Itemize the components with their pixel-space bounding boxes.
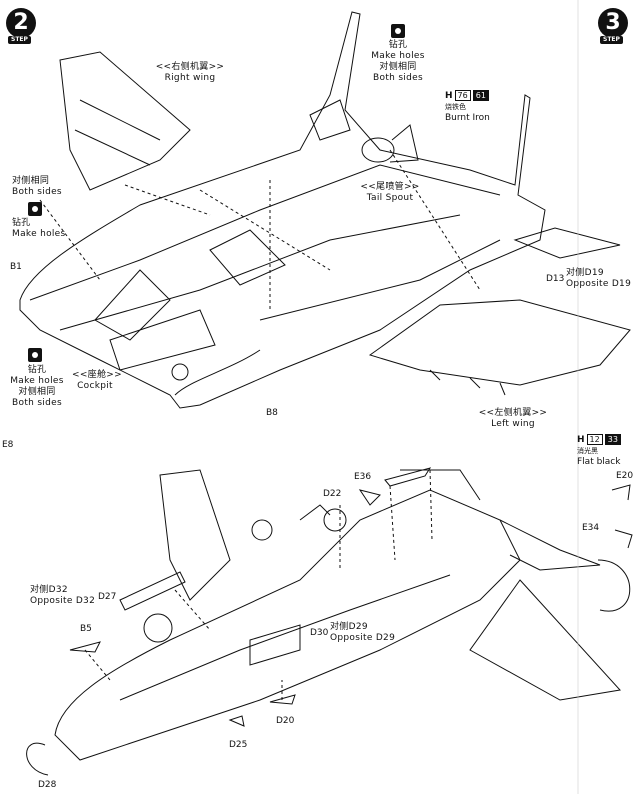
right-wing-part [59, 51, 191, 191]
assembly-guides-lower [84, 469, 433, 700]
part-e20: E20 [616, 471, 634, 481]
part-d27: D27 [98, 592, 117, 602]
part-e34: E34 [582, 523, 600, 533]
part-d30: D30 [310, 628, 329, 638]
step-2-tag: STEP [8, 36, 31, 44]
gear-parts [119, 504, 347, 666]
step-2-marker: 2 [6, 8, 36, 38]
step-3-tag: STEP [600, 36, 623, 44]
part-d22: D22 [323, 489, 342, 499]
part-d20: D20 [276, 716, 295, 726]
cockpit-parts [94, 229, 286, 381]
part-d13: D13 [546, 274, 565, 284]
cockpit-label: <<座舱>>Cockpit [72, 370, 122, 391]
part-b1: B1 [10, 262, 22, 272]
drill-icon [391, 24, 405, 38]
left-wing-part [368, 227, 631, 396]
part-e8: E8 [2, 440, 14, 450]
step-3-marker: 3 [598, 8, 628, 38]
part-e36: E36 [354, 472, 372, 482]
part-b8: B8 [266, 408, 278, 418]
tail-spout-label: <<尾喷管>>Tail Spout [360, 182, 420, 203]
drill-icon [28, 348, 42, 362]
drill-icon [28, 202, 42, 216]
lower-fuselage [54, 469, 621, 761]
part-d28: D28 [38, 780, 57, 790]
right-wing-label: <<右侧机翼>>Right wing [155, 62, 225, 83]
assembly-guides-upper [39, 149, 481, 310]
upper-fuselage [19, 11, 546, 409]
left-wing-label: <<左侧机翼>>Left wing [478, 408, 548, 429]
part-b5: B5 [80, 624, 92, 634]
part-d25: D25 [229, 740, 248, 750]
tail-spout-part [309, 99, 419, 163]
